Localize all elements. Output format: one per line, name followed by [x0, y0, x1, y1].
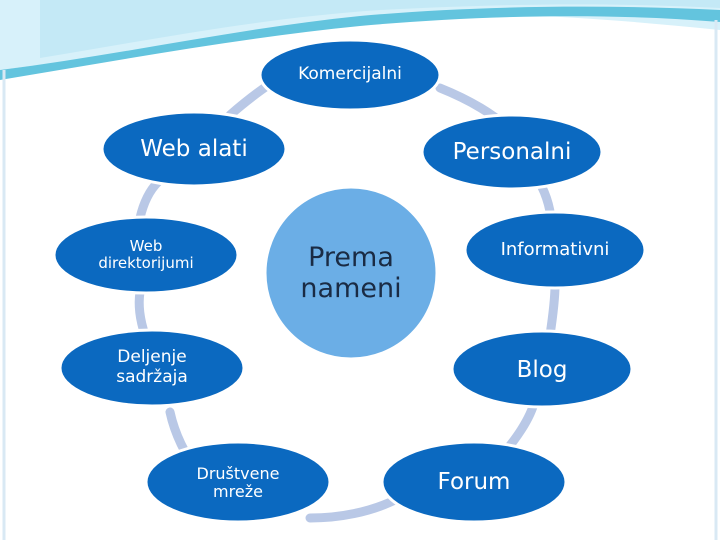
node-komercijalni-label: Komercijalni [270, 60, 430, 90]
center-label: Prema nameni [271, 228, 431, 318]
node-deljenje-sadrzaja-label: Deljenje sadržaja [72, 345, 232, 391]
node-informativni-label: Informativni [475, 235, 635, 265]
node-forum-label: Forum [394, 465, 554, 499]
ring-arrow-informativni-blog [550, 285, 555, 335]
node-web-alati-label: Web alati [114, 132, 274, 166]
node-blog-label: Blog [462, 353, 622, 387]
ring-arrow-webdir-webalati [140, 182, 158, 218]
node-personalni-label: Personalni [432, 135, 592, 169]
ring-arrow-forum-drustvene [310, 500, 395, 518]
node-web-direktorijumi-label: Web direktorijumi [66, 232, 226, 278]
node-drustvene-mreze-label: Društvene mreže [158, 460, 318, 506]
ring-arrow-deljenje-webdir [139, 292, 145, 335]
ring-arrow-webalati-komercijalni [230, 84, 270, 115]
